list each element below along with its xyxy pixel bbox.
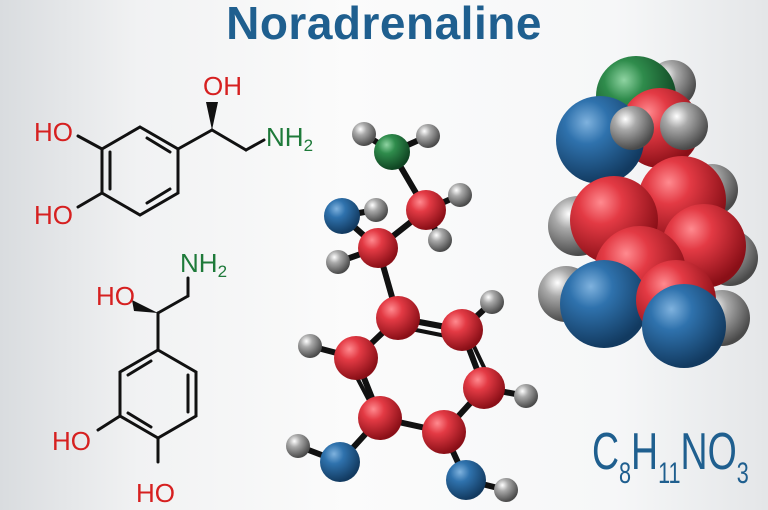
hydrogen-atom: [352, 122, 376, 146]
oh-label-top: OH: [203, 71, 242, 101]
carbon-atom: [422, 410, 466, 454]
hydrogen-atom: [494, 478, 518, 502]
wedge-bond-bottom: [132, 300, 158, 313]
formula-oxygen-count: 3: [736, 457, 749, 490]
hydrogen-atom: [298, 334, 322, 358]
space-filling-model: [538, 56, 758, 368]
oh-top-text: OH: [203, 71, 242, 101]
oxygen-atom: [324, 198, 360, 234]
wedge-bond-top: [206, 102, 218, 130]
ho-lower-bottom-text: HO: [136, 478, 175, 508]
ho-lower-label-bottom: HO: [136, 478, 175, 508]
carbon-atom: [358, 396, 402, 440]
nh2-top-text: NH: [266, 122, 304, 152]
ball-and-stick-model: [286, 122, 538, 502]
formula-carbon: C: [592, 423, 620, 481]
oxygen-atom: [446, 460, 486, 500]
formula-nitrogen: N: [680, 423, 708, 481]
oxygen-atom: [560, 260, 648, 348]
nh2-bottom-text: NH: [180, 248, 218, 278]
hydrogen-atom: [514, 384, 538, 408]
ho-upper-label-top: HO: [34, 117, 73, 147]
nh2-label-bottom: NH2: [180, 248, 227, 281]
oxygen-atom: [642, 284, 726, 368]
hydrogen-atom: [286, 434, 310, 458]
hydrogen-atom: [326, 250, 350, 274]
formula-hydrogen-count: 11: [658, 457, 681, 490]
ho-upper-label-bottom: HO: [52, 426, 91, 456]
carbon-atom: [358, 228, 398, 268]
hydrogen-atom: [480, 290, 504, 314]
nh2-top-sub: 2: [304, 136, 313, 155]
skeletal-structure-bottom: [96, 276, 198, 464]
hydrogen-atom: [660, 102, 708, 150]
carbon-atom: [463, 367, 505, 409]
ho-chain-bottom-text: HO: [96, 281, 135, 311]
hydrogen-atom: [416, 124, 440, 148]
hydrogen-atom: [364, 198, 388, 222]
ho-chain-label-bottom: HO: [96, 281, 135, 311]
hydrogen-atom: [610, 106, 654, 150]
formula-carbon-count: 8: [619, 457, 632, 490]
oxygen-atom: [320, 442, 360, 482]
formula-hydrogen: H: [631, 423, 659, 481]
skeletal-structure-top: [76, 125, 266, 217]
carbon-atom: [334, 336, 378, 380]
hydrogen-atom: [448, 183, 472, 207]
page-title: Noradrenaline: [226, 0, 542, 49]
nitrogen-atom: [374, 134, 410, 170]
carbon-atom: [406, 190, 446, 230]
ho-upper-top-text: HO: [34, 117, 73, 147]
ho-lower-top-text: HO: [34, 200, 73, 230]
ho-lower-label-top: HO: [34, 200, 73, 230]
carbon-atom: [441, 309, 483, 351]
nh2-label-top: NH2: [266, 122, 313, 155]
ho-upper-bottom-text: HO: [52, 426, 91, 456]
carbon-atom: [376, 296, 420, 340]
molecular-formula: C8H11NO3: [592, 426, 749, 489]
hydrogen-atom: [428, 228, 452, 252]
formula-oxygen: O: [707, 423, 737, 481]
nh2-bottom-sub: 2: [218, 262, 227, 281]
